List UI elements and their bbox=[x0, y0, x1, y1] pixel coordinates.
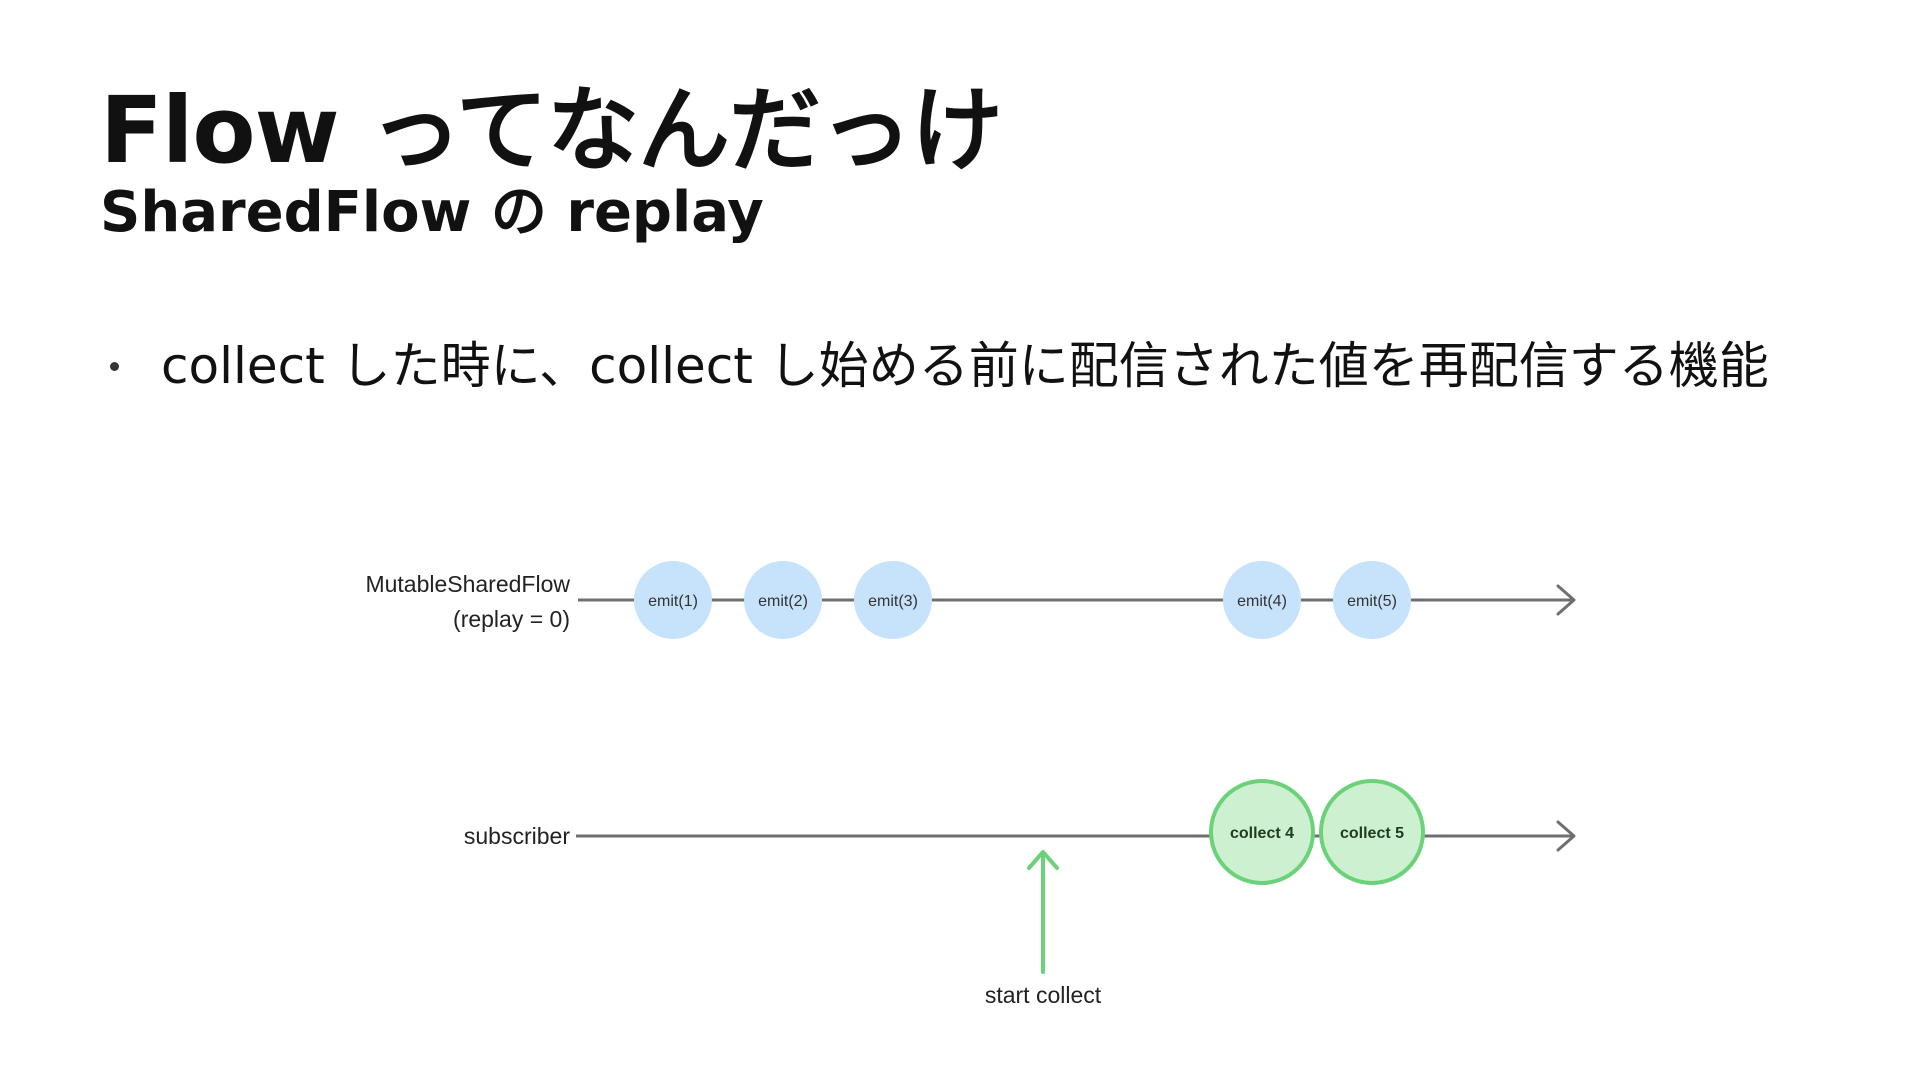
slide-title: Flow ってなんだっけ bbox=[100, 77, 1003, 184]
source-lane-label: MutableSharedFlow bbox=[365, 571, 570, 597]
bullet-dot-icon bbox=[110, 361, 119, 371]
emit-node-4: emit(4) bbox=[1223, 561, 1301, 639]
emit-node-5: emit(5) bbox=[1333, 561, 1411, 639]
emit-node-label: emit(4) bbox=[1237, 593, 1287, 610]
collect-node-5: collect 5 bbox=[1319, 779, 1425, 885]
emit-node-label: emit(5) bbox=[1347, 593, 1397, 610]
emit-node-3: emit(3) bbox=[854, 561, 932, 639]
collect-node-circle bbox=[1209, 779, 1315, 885]
emit-node-label: emit(1) bbox=[648, 593, 698, 610]
source-lane-replay-label: (replay = 0) bbox=[453, 606, 570, 632]
emit-node-circle bbox=[854, 561, 932, 639]
emit-node-label: emit(3) bbox=[868, 593, 918, 610]
subscriber-arrowhead-icon bbox=[1556, 820, 1576, 852]
start-collect-label: start collect bbox=[985, 982, 1102, 1008]
bullet-text: collect した時に、collect し始める前に配信された値を再配信する機… bbox=[161, 337, 1769, 395]
bullet-item: collect した時に、collect し始める前に配信された値を再配信する機… bbox=[100, 336, 1769, 396]
emit-node-1: emit(1) bbox=[634, 561, 712, 639]
emit-node-2: emit(2) bbox=[744, 561, 822, 639]
subscriber-lane-label: subscriber bbox=[464, 823, 570, 849]
emit-node-circle bbox=[744, 561, 822, 639]
arrow-up-icon bbox=[1027, 850, 1059, 870]
emit-node-circle bbox=[1333, 561, 1411, 639]
collect-node-circle bbox=[1319, 779, 1425, 885]
collect-node-label: collect 4 bbox=[1230, 825, 1294, 842]
emit-node-circle bbox=[634, 561, 712, 639]
slide-subtitle: SharedFlow の replay bbox=[100, 180, 764, 245]
source-arrowhead-icon bbox=[1556, 584, 1576, 616]
emit-node-circle bbox=[1223, 561, 1301, 639]
collect-node-label: collect 5 bbox=[1340, 825, 1404, 842]
emit-node-label: emit(2) bbox=[758, 593, 808, 610]
collect-node-4: collect 4 bbox=[1209, 779, 1315, 885]
bullet-list: collect した時に、collect し始める前に配信された値を再配信する機… bbox=[100, 336, 1769, 396]
